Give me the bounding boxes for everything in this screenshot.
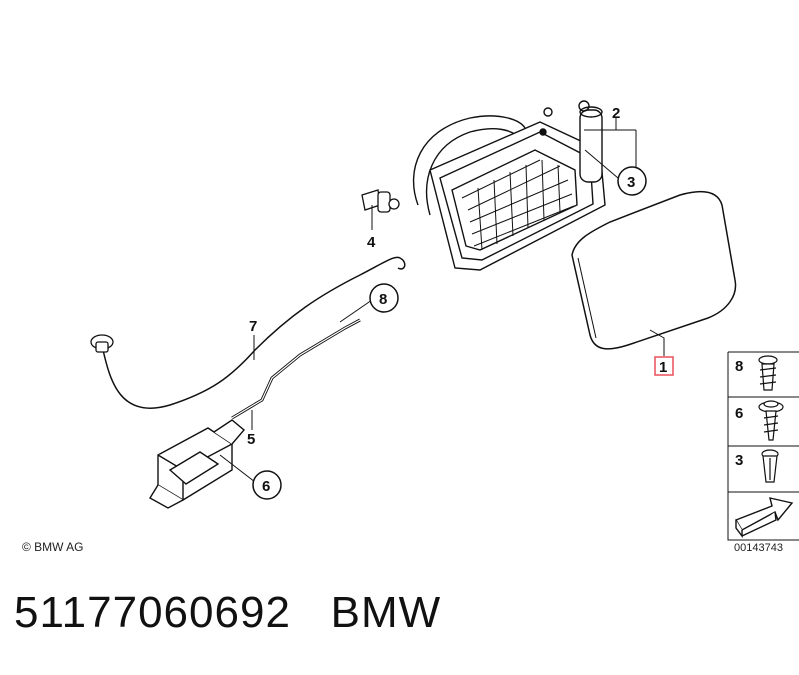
callout-4: 4 (367, 234, 376, 251)
callout-7: 7 (249, 318, 257, 335)
callout-label: 7 (249, 318, 257, 335)
legend-number-6: 6 (735, 405, 743, 422)
actuator-drive (149, 419, 245, 509)
bowden-cable (102, 256, 406, 409)
callout-label: 4 (367, 234, 376, 251)
callout-8: 8 (369, 283, 399, 313)
screw-short-icon (758, 355, 778, 391)
callout-label: 5 (247, 431, 255, 448)
drawing-number: 00143743 (734, 542, 783, 554)
copyright-text: © BMW AG (22, 540, 84, 554)
callout-6: 6 (252, 470, 282, 500)
part-number-line: 51177060692 BMW (14, 588, 441, 638)
callout-label: 8 (379, 291, 387, 308)
fastener-legend: 8 6 3 (727, 351, 799, 541)
callout-3: 3 (617, 166, 647, 196)
callout-label: 1 (659, 359, 667, 376)
filler-housing (412, 100, 606, 271)
callout-5: 5 (247, 431, 255, 448)
leader-lines (219, 118, 665, 483)
legend-number-3: 3 (735, 452, 743, 469)
callout-1: 1 (654, 356, 674, 376)
callout-2: 2 (612, 105, 620, 122)
callout-label: 2 (612, 105, 620, 122)
callout-label: 3 (627, 174, 635, 191)
brand-name: BMW (330, 588, 442, 637)
fuel-flap (571, 190, 737, 350)
plug-part (361, 189, 400, 213)
cable-knob (90, 334, 114, 353)
legend-number-8: 8 (735, 358, 743, 375)
callout-label: 6 (262, 478, 270, 495)
screw-washer-icon (758, 400, 784, 441)
expanding-rivet-icon (761, 449, 779, 483)
part-number: 51177060692 (14, 588, 291, 637)
fuel-flap-edge (577, 257, 597, 339)
orientation-arrow-icon (734, 497, 794, 539)
